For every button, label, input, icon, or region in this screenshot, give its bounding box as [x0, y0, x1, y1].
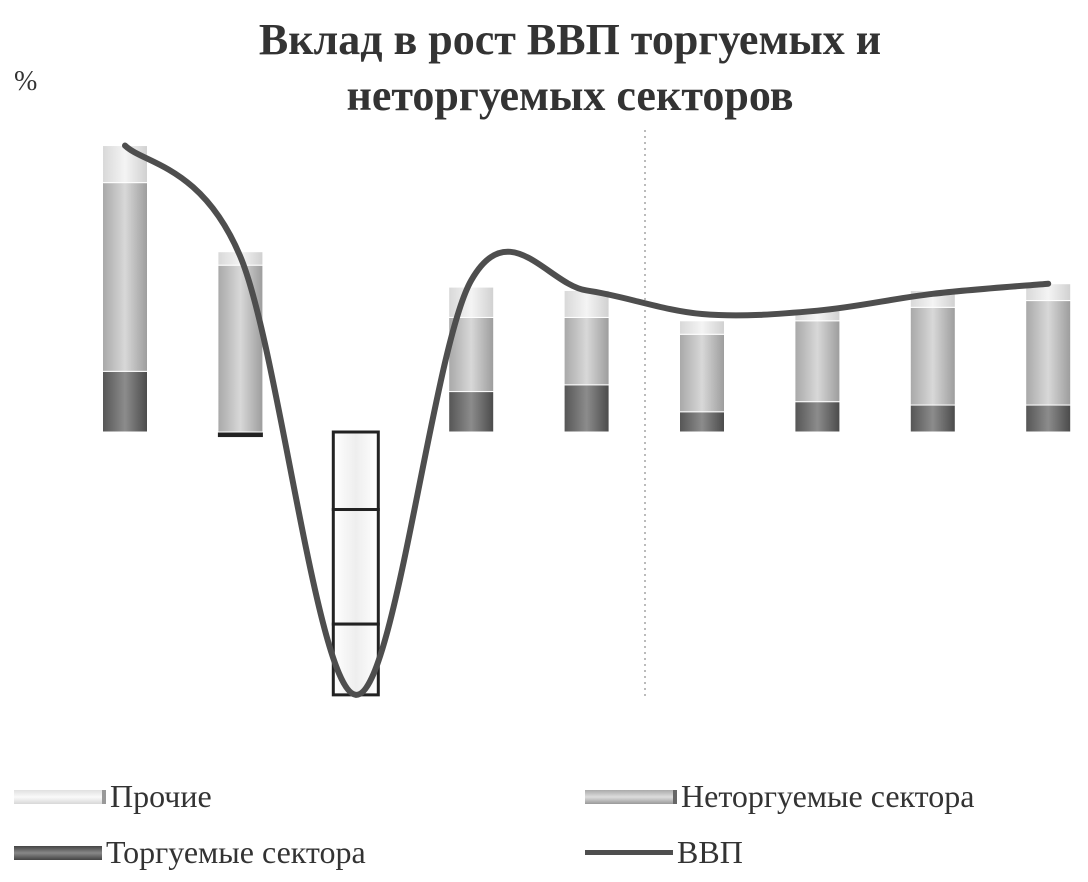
bar-tradable-1	[102, 370, 148, 433]
legend-item-other: Прочие	[14, 778, 212, 815]
legend-label-tradable: Торгуемые сектора	[106, 834, 366, 870]
bar-tradable-7	[794, 401, 841, 433]
legend-item-tradable: Торгуемые сектора	[14, 834, 366, 871]
bar-tradable-5	[563, 384, 610, 433]
bar-tradable-3	[331, 430, 380, 512]
bar-nontradable-9	[1025, 300, 1072, 406]
bar-nontradable-1	[102, 182, 148, 372]
y-axis-unit-label: %	[14, 66, 38, 97]
bar-other-1	[102, 145, 148, 184]
legend-swatch-gdp	[585, 850, 673, 855]
bar-tradable-8	[909, 404, 956, 433]
bar-tradable-9	[1025, 404, 1072, 433]
bar-nontradable-6	[679, 333, 725, 413]
chart-title: Вклад в рост ВВП торгуемых и неторгуемых…	[258, 15, 882, 120]
legend-label-nontradable: Неторгуемые сектора	[681, 778, 975, 814]
legend-swatch-tradable	[14, 845, 102, 860]
legend-swatch-other	[14, 789, 106, 804]
legend-item-nontradable: Неторгуемые сектора	[585, 778, 974, 815]
bar-tradable-4	[448, 391, 495, 433]
legend-swatch-nontradable	[585, 789, 677, 804]
bar-nontradable-2	[217, 264, 264, 433]
legend-label-other: Прочие	[110, 778, 212, 814]
series-line-gdp	[122, 142, 1052, 698]
legend-item-gdp: ВВП	[585, 834, 743, 871]
bar-other-6	[679, 320, 725, 335]
bar-nontradable-3	[331, 508, 380, 626]
legend-label-gdp: ВВП	[677, 834, 743, 870]
bar-tradable-6	[679, 411, 725, 433]
bar-tradable-2	[217, 432, 263, 438]
bar-nontradable-8	[909, 306, 956, 406]
bar-nontradable-7	[794, 320, 841, 403]
bar-nontradable-5	[563, 316, 610, 386]
